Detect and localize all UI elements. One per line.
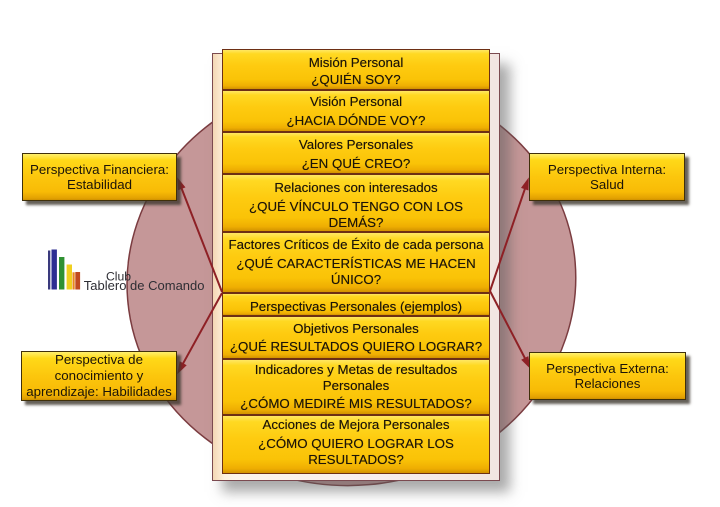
svg-text:Tablero de Comando: Tablero de Comando bbox=[84, 278, 205, 293]
svg-text:Club: Club bbox=[106, 270, 131, 284]
